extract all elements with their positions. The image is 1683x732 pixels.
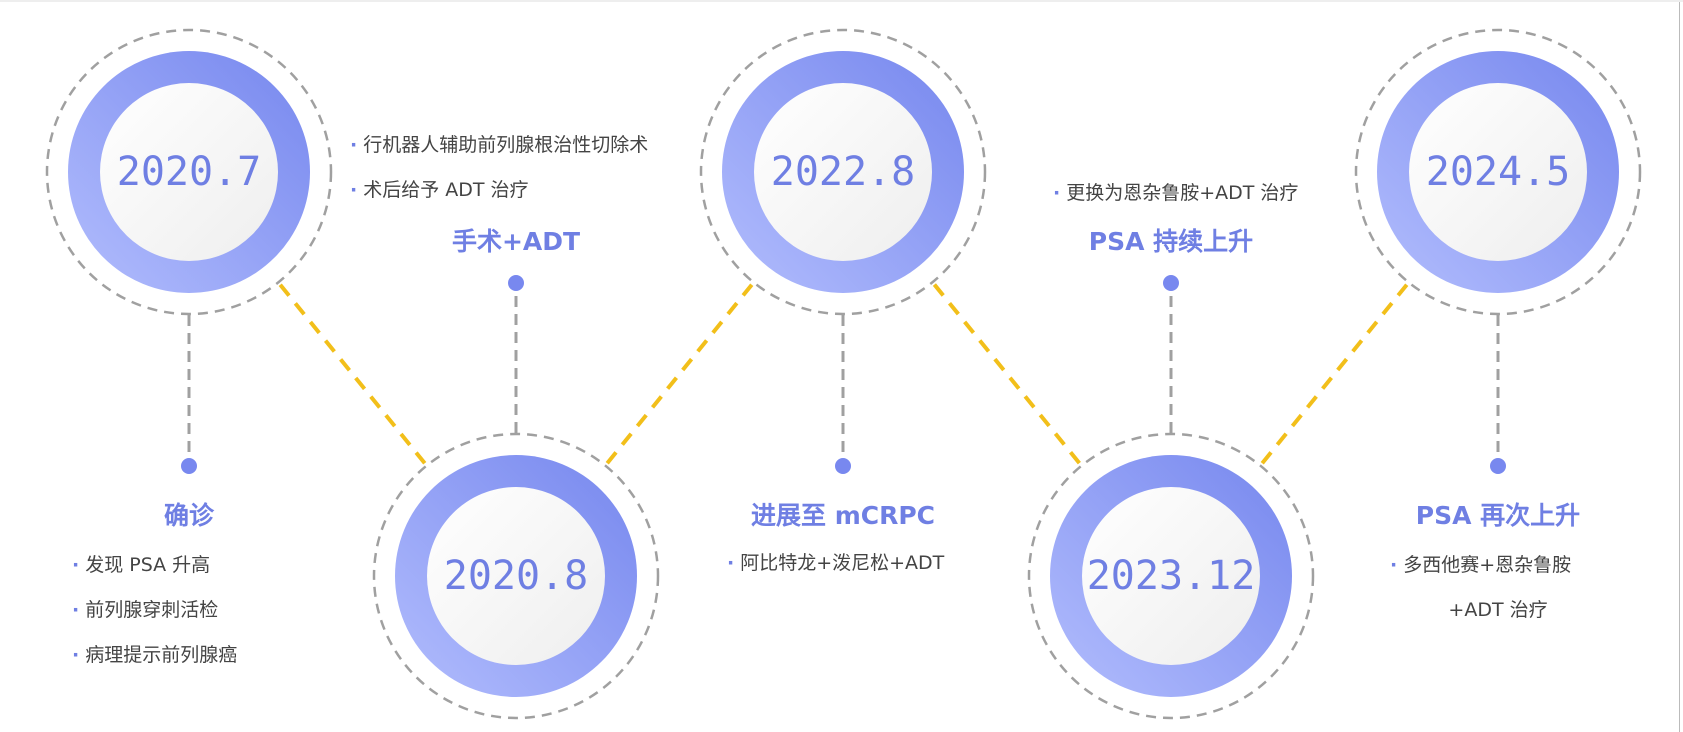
connector-line <box>932 283 1082 465</box>
dashed-outer-circle <box>45 28 333 316</box>
date-2020-7: 2020.7 <box>116 149 262 195</box>
dashed-outer-circle <box>372 432 660 720</box>
event-item: ·前列腺穿刺活检 <box>72 599 219 621</box>
inner-circle <box>100 83 278 261</box>
inner-circle <box>1082 487 1260 665</box>
event-item: +ADT 治疗 <box>1448 599 1548 621</box>
event-item: ·发现 PSA 升高 <box>72 554 211 576</box>
dashed-outer-circle <box>699 28 987 316</box>
connector-line <box>1260 283 1409 465</box>
dashed-outer-circle <box>1354 28 1642 316</box>
event-title-diagnosis: 确诊 <box>163 501 215 530</box>
event-item: ·术后给予 ADT 治疗 <box>350 179 529 201</box>
event-item: ·行机器人辅助前列腺根治性切除术 <box>350 134 649 156</box>
timeline-dot <box>1163 275 1179 291</box>
inner-circle <box>1409 83 1587 261</box>
date-2022-8: 2022.8 <box>770 149 916 195</box>
event-item: ·更换为恩杂鲁胺+ADT 治疗 <box>1053 182 1299 204</box>
scrollbar-edge <box>1679 2 1680 732</box>
inner-circle <box>427 487 605 665</box>
date-2024-5: 2024.5 <box>1425 149 1571 195</box>
inner-circle <box>754 83 932 261</box>
dashed-outer-circle <box>1027 432 1315 720</box>
event-item: ·病理提示前列腺癌 <box>72 644 238 666</box>
connector-line <box>605 283 754 465</box>
connector-line <box>278 283 427 465</box>
timeline-dot <box>835 458 851 474</box>
timeline-dot <box>181 458 197 474</box>
event-item: ·阿比特龙+泼尼松+ADT <box>727 552 945 574</box>
date-2023-12: 2023.12 <box>1086 553 1256 599</box>
event-item: ·多西他赛+恩杂鲁胺 <box>1390 554 1572 576</box>
event-title-psa-rising: PSA 持续上升 <box>1088 227 1254 256</box>
event-title-psa-rising-again: PSA 再次上升 <box>1415 501 1581 530</box>
event-title-surgery: 手术+ADT <box>451 227 581 256</box>
event-title-mcrpc: 进展至 mCRPC <box>750 501 936 530</box>
timeline-dot <box>508 275 524 291</box>
date-2020-8: 2020.8 <box>443 553 589 599</box>
timeline-dot <box>1490 458 1506 474</box>
